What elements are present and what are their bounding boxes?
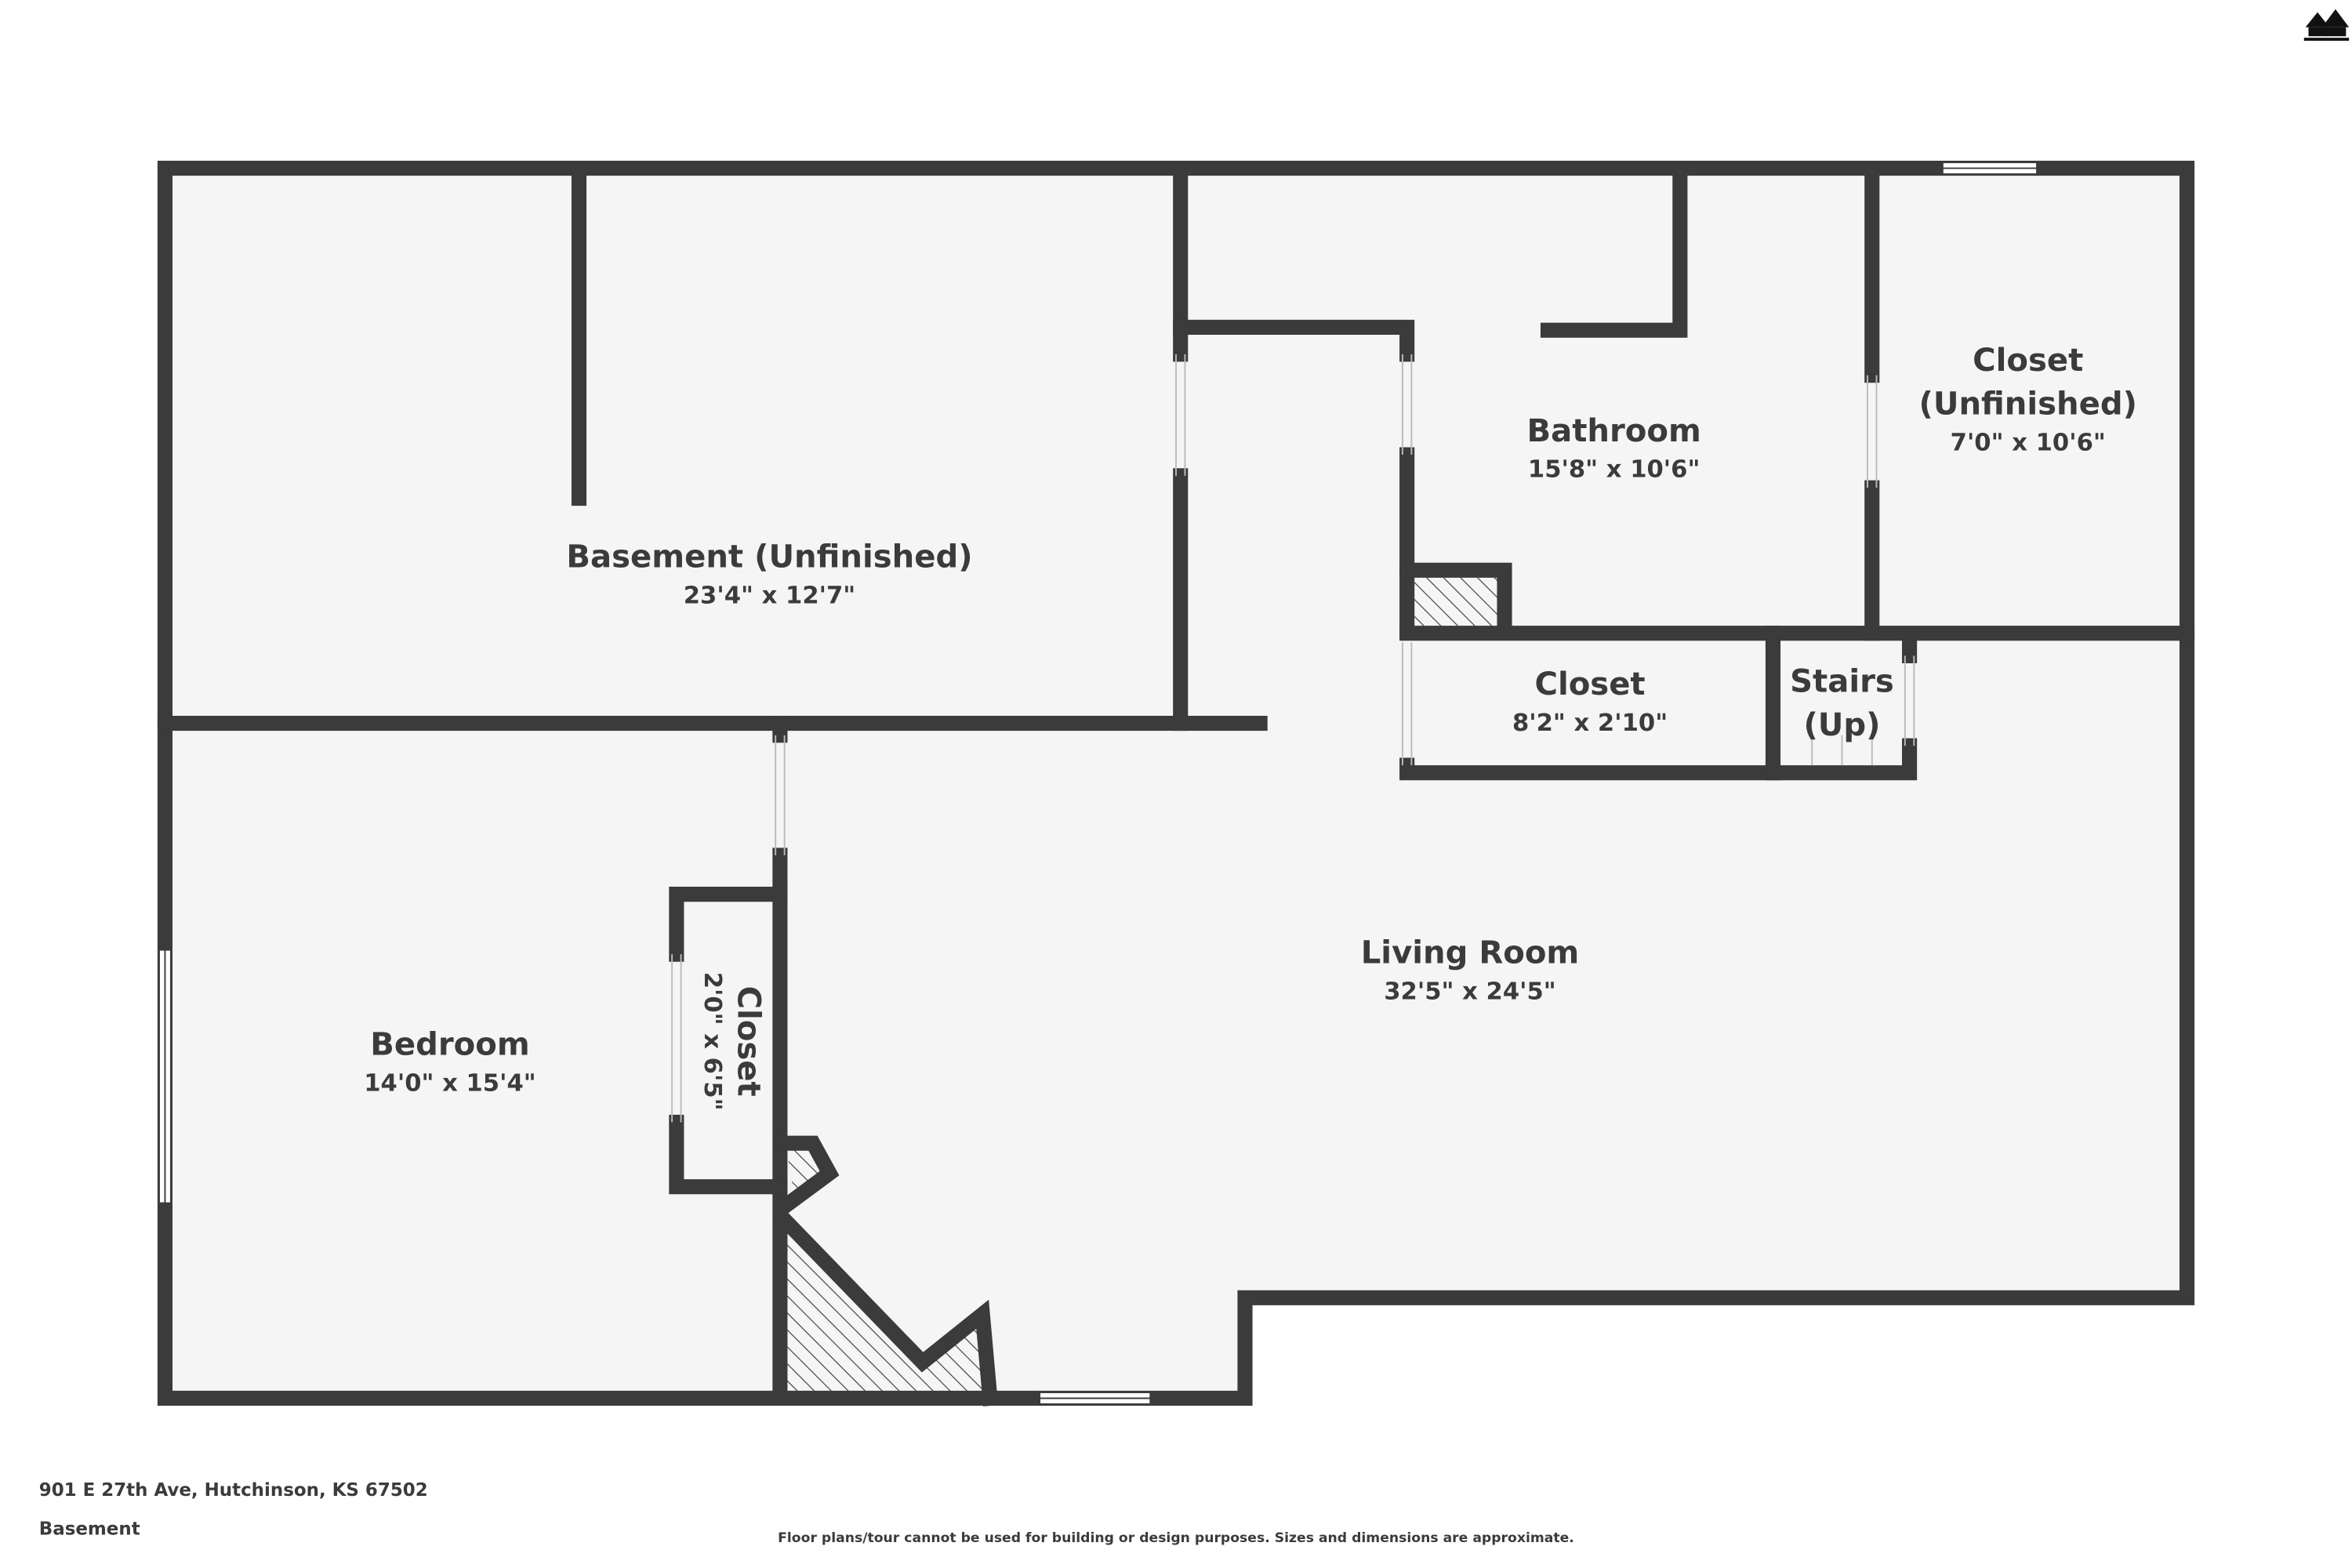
- room-size: 15'8" x 10'6": [1528, 456, 1700, 484]
- door-openings: [671, 354, 1915, 1123]
- hatched-area: [1410, 577, 1504, 629]
- room-name: Closet: [1973, 343, 2083, 379]
- room-size: 2'0" x 6'5": [699, 972, 726, 1111]
- address: 901 E 27th Ave, Hutchinson, KS 67502: [39, 1480, 428, 1501]
- stairs-treads: [1811, 735, 1873, 766]
- room-name: (Up): [1803, 707, 1880, 743]
- room-name: (Unfinished): [1918, 386, 2137, 422]
- room-size: 8'2" x 2'10": [1512, 710, 1668, 737]
- floor-level: Basement: [39, 1519, 140, 1540]
- mid-kansas-logo: [2303, 9, 2350, 41]
- walls: [157, 161, 2195, 1406]
- room-size: 32'5" x 24'5": [1384, 978, 1555, 1006]
- floor-area: [165, 168, 2187, 1399]
- room-name: Bathroom: [1527, 413, 1701, 449]
- room-name: Closet: [1534, 666, 1645, 702]
- room-size: 23'4" x 12'7": [684, 582, 855, 609]
- room-name: Stairs: [1790, 663, 1894, 699]
- room-size: 7'0" x 10'6": [1951, 429, 2106, 456]
- room-name: Living Room: [1361, 935, 1580, 971]
- room-name: Closet: [730, 986, 766, 1097]
- room-name: Basement (Unfinished): [566, 539, 972, 575]
- room-size: 14'0" x 15'4": [364, 1069, 535, 1097]
- disclaimer: Floor plans/tour cannot be used for buil…: [778, 1530, 1574, 1546]
- room-name: Bedroom: [370, 1026, 529, 1062]
